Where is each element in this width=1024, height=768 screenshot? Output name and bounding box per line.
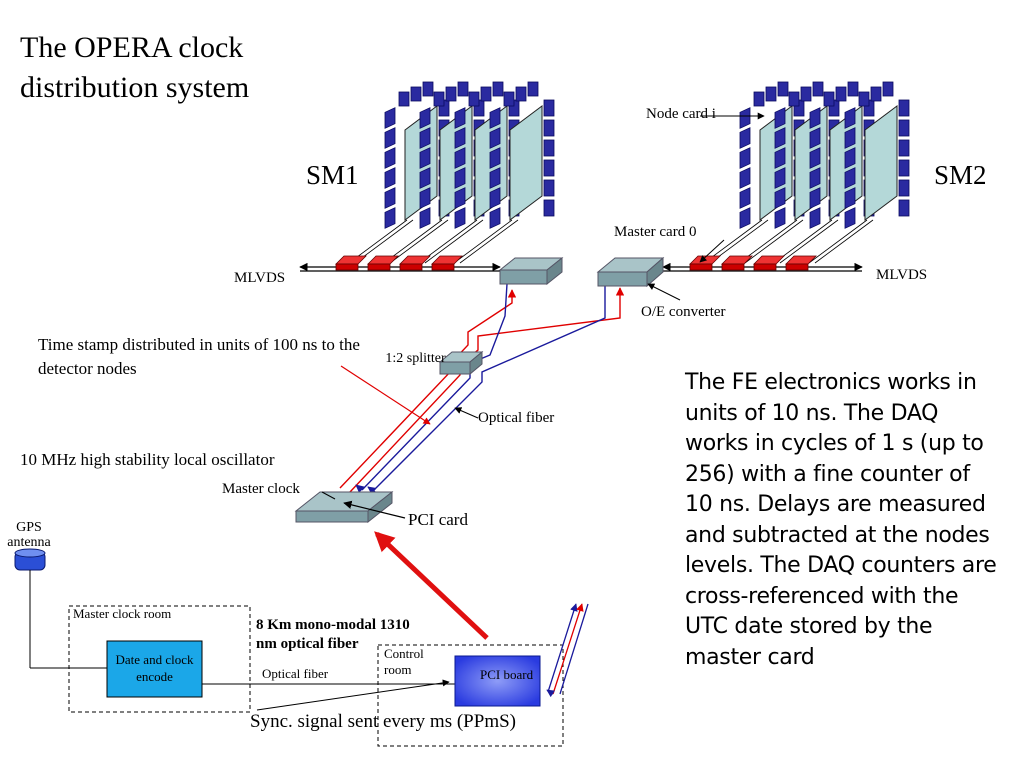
sm1-node-cards (348, 81, 555, 264)
annotation-pointers (256, 112, 765, 711)
time-stamp-label: Time stamp distributed in units of 100 n… (38, 335, 360, 378)
sm2-label: SM2 (934, 160, 987, 190)
splitter-module (438, 350, 484, 376)
gps-antenna-label: GPS antenna (7, 520, 51, 550)
master-clock-label: Master clock (222, 481, 300, 497)
optical-fiber-label: Optical fiber (478, 410, 555, 426)
sync-signal-label: Sync. signal sent every ms (PPmS) (250, 711, 516, 732)
master-card (335, 255, 367, 271)
pci-board-label: PCI board (480, 667, 534, 682)
sm2-node-cards (703, 81, 910, 264)
control-room-box (377, 644, 564, 747)
master-card (431, 255, 463, 271)
oe-converter-right (596, 256, 665, 288)
big-red-arrow (374, 531, 489, 640)
gps-antenna-icon (14, 548, 108, 669)
oe-converter-label: O/E converter (641, 304, 726, 320)
sm1-label: SM1 (306, 160, 359, 190)
master-card (689, 255, 721, 271)
master-card (721, 255, 753, 271)
pci-board-fibers (546, 603, 589, 698)
master-card (367, 255, 399, 271)
master-clock-pci-card (294, 490, 394, 524)
optical-fiber-small-label: Optical fiber (262, 666, 329, 681)
node-card (348, 81, 450, 264)
description-text: The FE electronics works in units of 10 … (685, 370, 997, 670)
master-card (785, 255, 817, 271)
node-card (703, 81, 805, 264)
optical-fibers (339, 283, 625, 495)
fiber-spec-label: 8 Km mono-modal 1310 nm optical fiber (256, 617, 410, 652)
master-clock-room-label: Master clock room (73, 606, 172, 621)
splitter-label: 1:2 splitter (385, 351, 446, 366)
pci-board-box (454, 655, 541, 707)
node-card (453, 81, 555, 264)
node-card (808, 81, 910, 264)
oscillator-label: 10 MHz high stability local oscillator (20, 450, 275, 469)
date-clock-encode-label: Date and clock encode (115, 652, 194, 684)
master-cards (335, 255, 817, 271)
oe-converter-left (498, 256, 564, 286)
master-card-label: Master card 0 (614, 224, 697, 240)
pci-card-label: PCI card (408, 510, 468, 529)
master-clock-room-box (68, 605, 251, 713)
date-clock-encode-box (106, 640, 203, 698)
node-card-label: Node card i (646, 106, 716, 122)
mlvds-left-label: MLVDS (234, 270, 286, 286)
master-card (753, 255, 785, 271)
page-title: The OPERA clock distribution system (20, 31, 250, 104)
master-card (399, 255, 431, 271)
mlvds-right-label: MLVDS (876, 267, 928, 283)
control-room-label: Control room (384, 646, 424, 677)
